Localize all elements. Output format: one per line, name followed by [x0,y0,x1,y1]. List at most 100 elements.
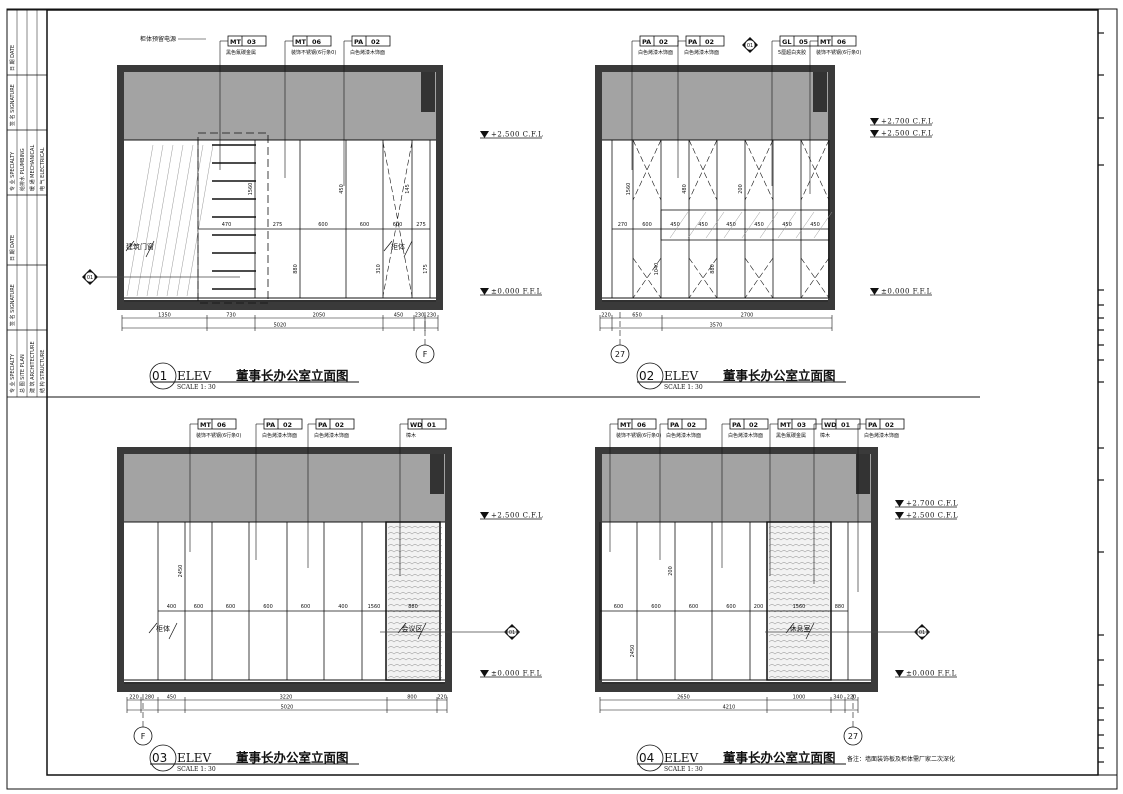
level-marker: ±0.000 F.F.L [870,288,932,296]
inner-dimension: 880 [835,604,845,610]
wood-grain [387,574,443,577]
tag-description: 装饰不锈钢(6行条0) [291,49,336,56]
wood-grain [768,568,830,571]
slab-top [117,447,452,454]
tag-description: 樟木 [406,432,416,439]
wall-right [436,65,443,310]
dimension-value: 2050 [313,313,326,319]
inner-dimension: 1560 [626,183,632,196]
wood-grain [387,604,443,607]
door-swing-mark [382,141,413,297]
section-marker-circle [84,271,96,283]
level-triangle-icon [870,288,879,295]
wood-grain [387,598,443,601]
tag-box [351,35,391,47]
wood-grain [768,664,830,667]
inner-dimension: 600 [651,604,661,610]
tag-code: MT [200,421,211,429]
door-swing-mark [632,257,662,299]
wood-grain [387,640,443,643]
tag-number: 06 [837,38,847,46]
inner-dimension: 600 [194,604,204,610]
door-swing-mark [688,257,718,299]
tag-code: PA [732,421,741,429]
column-block [856,454,870,494]
level-label: +2.500 C.F.L [491,512,543,520]
inner-dimension: 600 [393,222,403,228]
wood-grain [387,628,443,631]
inner-dimension: 600 [263,604,273,610]
tag-code: MT [780,421,791,429]
grid-reference-label: 27 [615,350,625,359]
inner-dimension: 270 [618,222,628,228]
right-margin-ticks [1098,32,1104,763]
inner-dimension: 200 [754,604,764,610]
inner-dimension: 400 [167,604,177,610]
label-arrow [145,240,155,258]
glass-hatch [813,211,833,239]
level-label: +2.500 C.F.L [906,512,958,520]
window-hatch [156,144,184,297]
wood-grain [387,676,443,679]
glass-hatch [777,211,797,239]
inner-dimension: 880 [408,604,418,610]
tag-code: PA [354,38,363,46]
tag-number: 01 [427,421,437,429]
inner-dimension: 480 [682,184,688,194]
tag-description: 黑色氟碳金属 [776,432,806,439]
grid-reference-label: F [423,350,428,359]
wall-right [828,65,835,310]
wood-grain [387,610,443,613]
wood-grain [387,586,443,589]
tag-code: PA [642,38,651,46]
level-label: +2.700 C.F.L [906,500,958,508]
wood-grain [387,568,443,571]
inner-dimension: 600 [614,604,624,610]
view-number: 03 [152,751,167,765]
level-triangle-icon [480,288,489,295]
view-number-circle [636,744,664,772]
view-scale: SCALE 1: 30 [177,766,216,773]
door-swing-mark [800,139,830,201]
glass-hatch [759,211,779,239]
tag-code: PA [266,421,275,429]
level-triangle-icon [480,131,489,138]
title-block-label: 日 期 DATE [10,235,16,261]
level-triangle-icon [895,512,904,519]
view-scale: SCALE 1: 30 [177,384,216,391]
tag-number: 01 [841,421,851,429]
view-code: ELEV [177,369,211,383]
inner-dimension: 450 [339,184,345,194]
wood-grain [768,562,830,565]
level-label: +2.500 C.F.L [491,131,543,139]
dimension-value: 2650 [677,695,690,701]
inner-dimension: 2450 [630,645,636,658]
view-code: ELEV [664,751,698,765]
tag-code: WD [410,421,423,429]
ceiling-band [595,454,878,522]
wood-grain [768,598,830,601]
level-label: +2.500 C.F.L [881,130,933,138]
wood-grain [768,592,830,595]
inner-dimension: 450 [810,222,820,228]
wood-grain [768,616,830,619]
dimension-value: 220 [847,695,857,701]
column-block [421,72,435,112]
wood-grain [768,634,830,637]
title-block-label: 给排水 PLUMBING [19,148,26,191]
dimension-value: 230 [415,313,425,319]
level-marker: ±0.000 F.F.L [480,670,542,678]
ceiling-band [595,72,835,140]
dimension-value: 1350 [158,313,171,319]
wood-grain [768,580,830,583]
level-triangle-icon [870,118,879,125]
inner-dimension: 470 [222,222,232,228]
level-marker: +2.500 C.F.L [480,512,543,520]
dimension-value: 340 [833,695,843,701]
tag-box [227,35,267,47]
tag-number: 02 [283,421,292,429]
dimension-value: 450 [394,313,404,319]
